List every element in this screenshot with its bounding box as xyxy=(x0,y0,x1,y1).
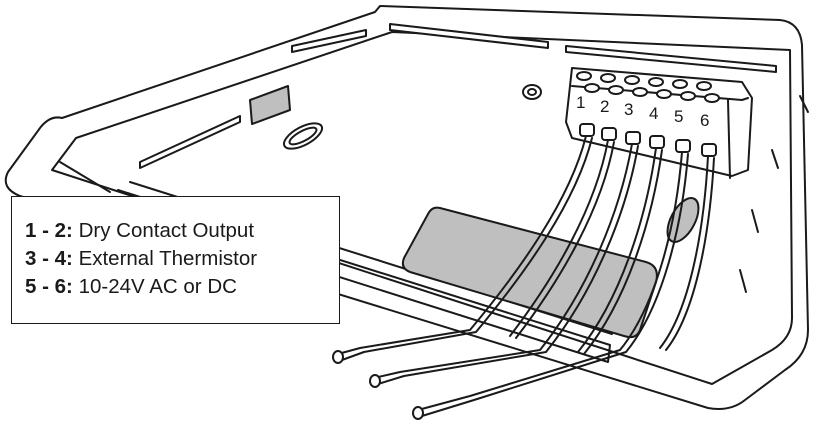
terminal-wire-entries xyxy=(579,123,717,157)
mount-oval-left-inner xyxy=(288,126,318,146)
legend-pins: 3 - 4: xyxy=(25,247,73,270)
terminal-block-top-edge xyxy=(571,85,749,101)
right-slot-1 xyxy=(771,149,779,169)
terminal-number: 3 xyxy=(624,100,633,119)
legend-pins: 1 - 2: xyxy=(25,219,73,242)
legend-row-3: 5 - 6: 10-24V AC or DC xyxy=(25,275,237,299)
terminal-number: 2 xyxy=(600,97,609,116)
screw-hole-inner xyxy=(527,88,537,96)
left-slot-lower xyxy=(139,115,241,169)
terminal-block-side xyxy=(727,99,731,179)
top-slot-left xyxy=(389,23,549,49)
wires xyxy=(337,135,715,417)
wiring-legend: 1 - 2: Dry Contact Output 3 - 4: Externa… xyxy=(11,196,340,324)
left-slot-upper xyxy=(291,29,367,53)
legend-description: 10-24V AC or DC xyxy=(78,275,237,298)
top-slot-right xyxy=(565,45,777,73)
legend-row-2: 3 - 4: External Thermistor xyxy=(25,247,257,271)
terminal-number: 4 xyxy=(649,104,658,123)
terminal-number: 1 xyxy=(576,93,585,112)
mount-oval-left xyxy=(282,122,324,150)
right-slot-2 xyxy=(751,209,759,233)
legend-description: Dry Contact Output xyxy=(78,219,255,242)
terminal-number: 6 xyxy=(700,111,709,130)
left-tab xyxy=(249,85,291,125)
wire-tips xyxy=(332,350,424,420)
legend-description: External Thermistor xyxy=(78,247,258,270)
right-notch xyxy=(799,95,809,113)
terminal-screws xyxy=(576,71,720,103)
mount-oval-right xyxy=(666,197,700,243)
screw-hole xyxy=(522,84,542,100)
floor-panel xyxy=(401,206,658,339)
legend-row-1: 1 - 2: Dry Contact Output xyxy=(25,219,254,243)
terminal-number: 5 xyxy=(674,107,683,126)
right-slot-3 xyxy=(739,269,747,293)
legend-pins: 5 - 6: xyxy=(25,275,73,298)
left-lip xyxy=(59,161,111,193)
